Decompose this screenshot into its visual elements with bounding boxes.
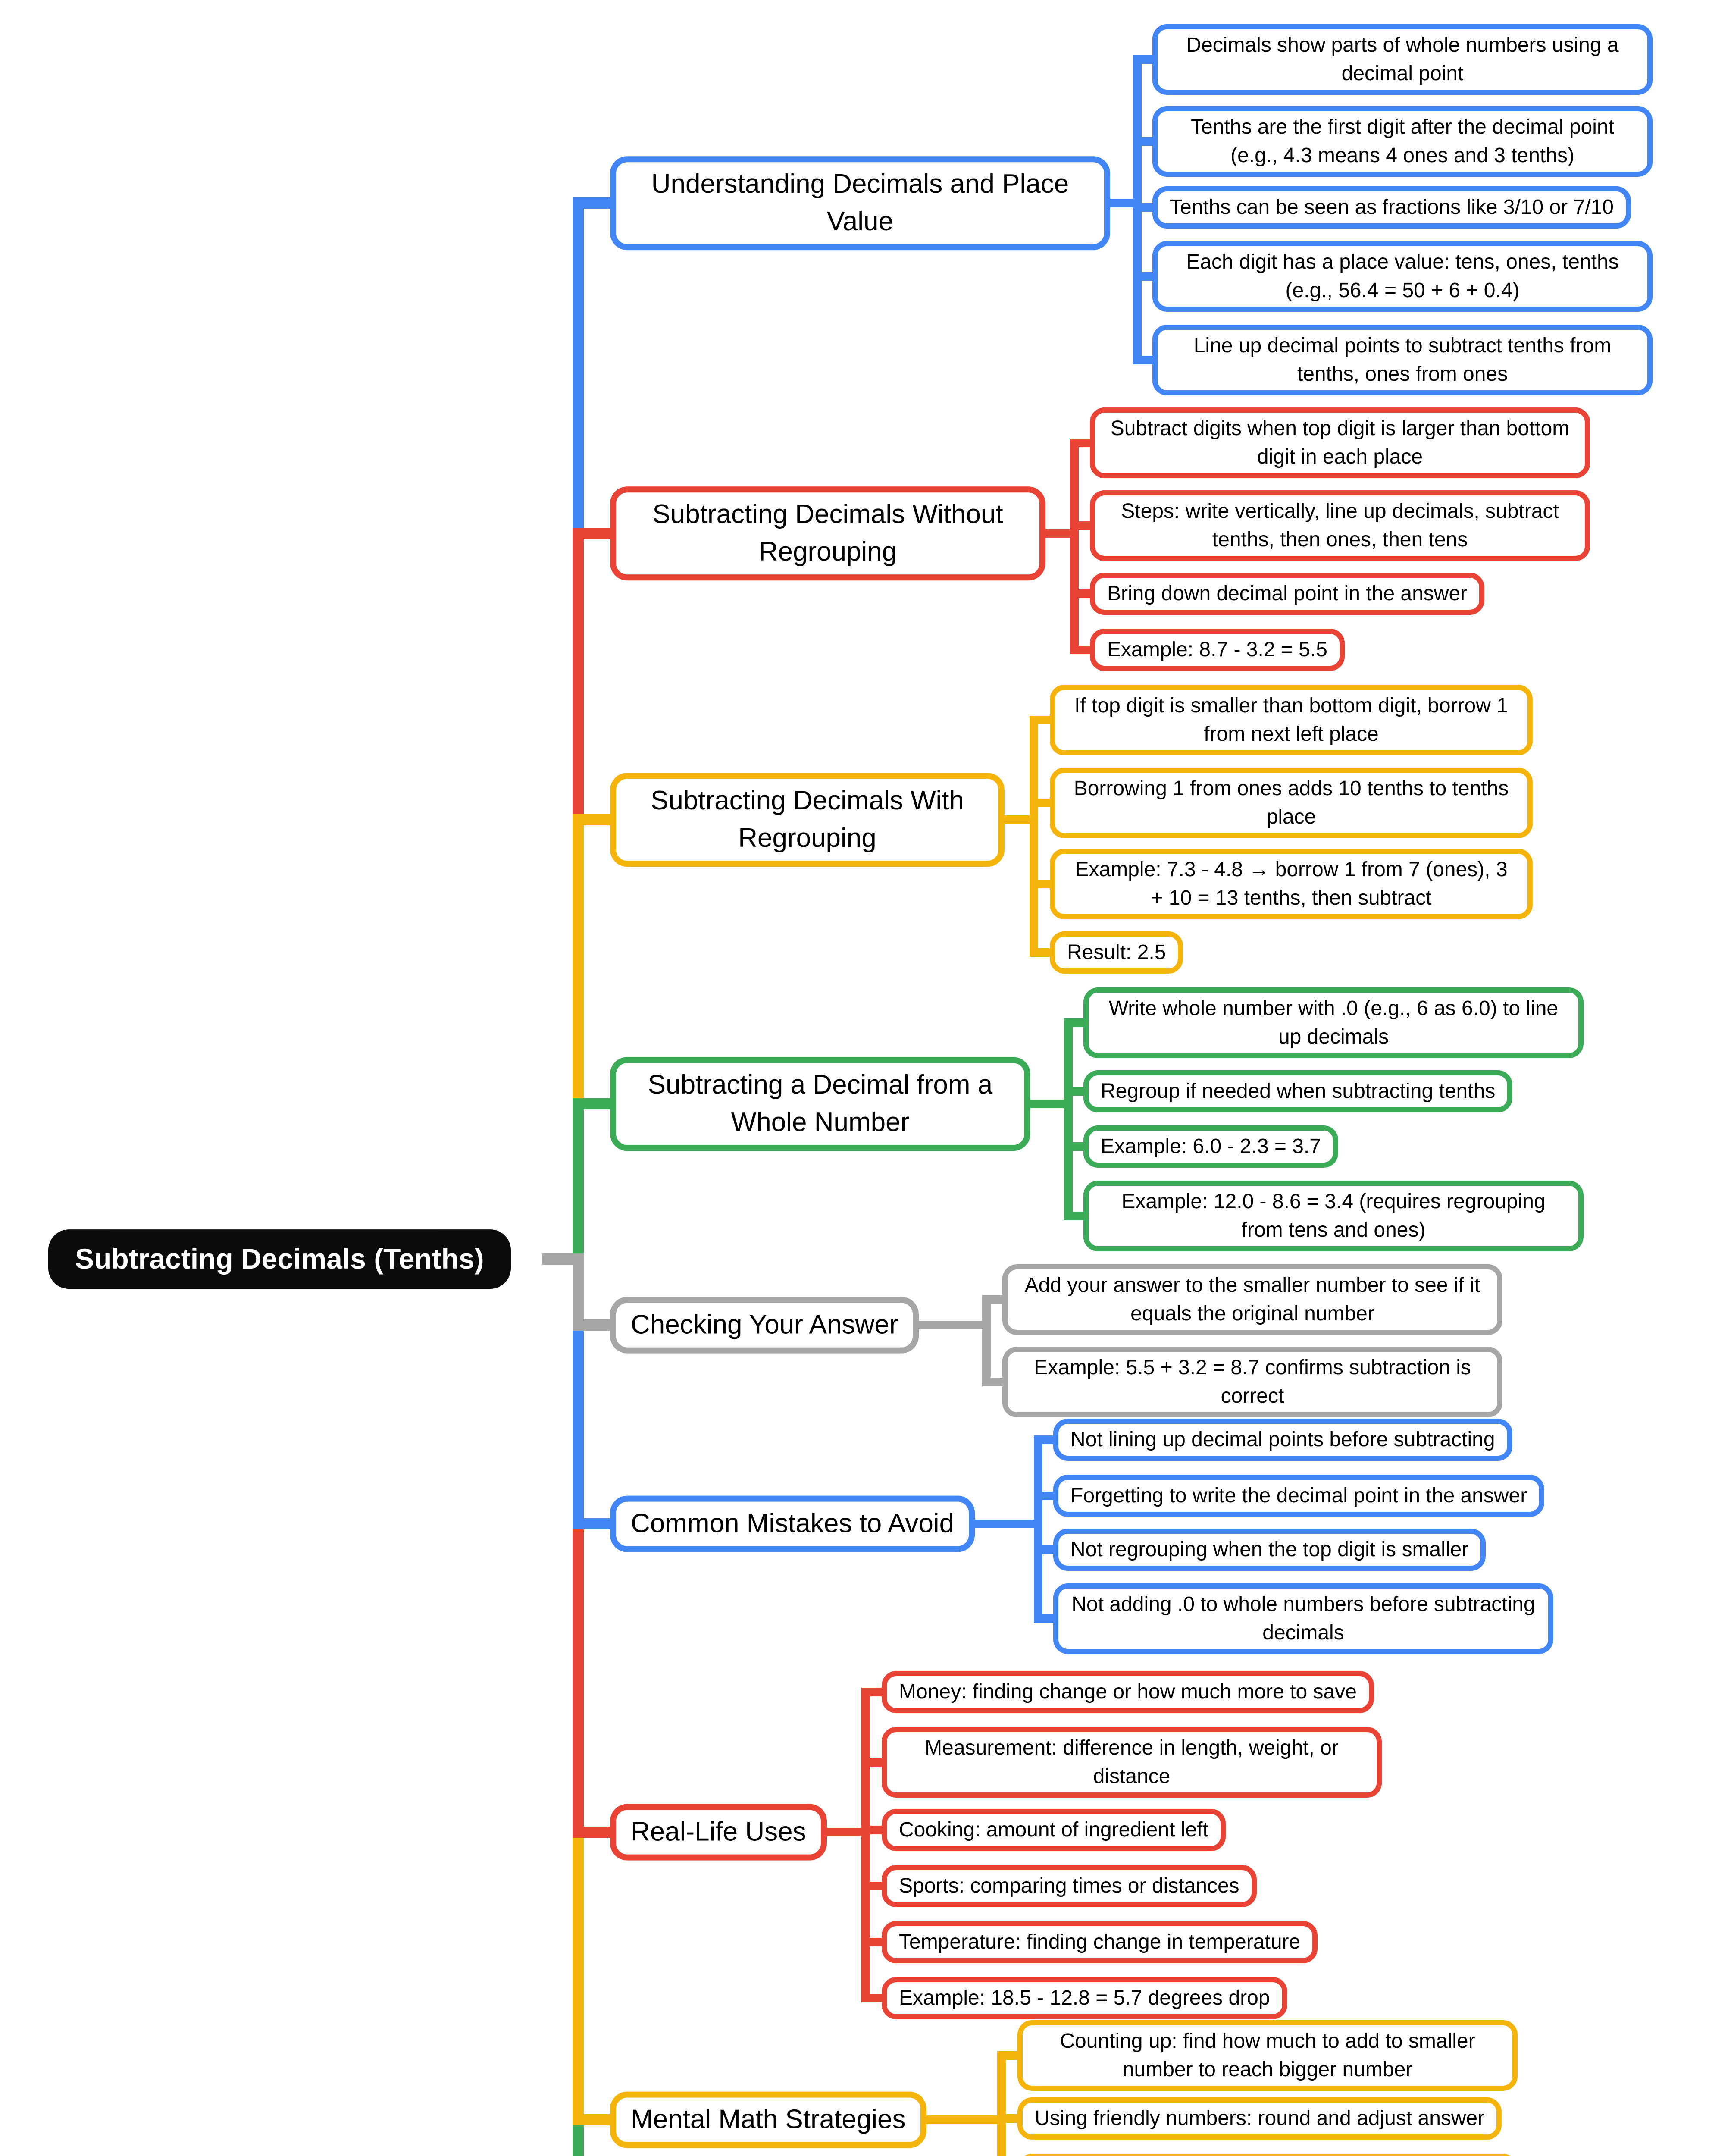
branch-title-5: Common Mistakes to Avoid [610,1495,975,1552]
branch-title-4: Checking Your Answer [610,1297,919,1354]
branch-title-3: Subtracting a Decimal from a Whole Numbe… [610,1057,1030,1151]
branch-0-child-1: Tenths are the first digit after the dec… [1152,106,1653,177]
branch-2-child-1: Borrowing 1 from ones adds 10 tenths to … [1050,768,1533,839]
branch-7-child-0: Counting up: find how much to add to sma… [1017,2020,1518,2091]
branch-title-1: Subtracting Decimals Without Regrouping [610,486,1045,580]
branch-1-child-2: Bring down decimal point in the answer [1090,573,1485,615]
branch-6-child-2: Cooking: amount of ingredient left [882,1809,1226,1852]
central-topic-node: Subtracting Decimals (Tenths) [48,1229,511,1289]
branch-6-child-3: Sports: comparing times or distances [882,1865,1257,1908]
branch-title-2: Subtracting Decimals With Regrouping [610,773,1005,867]
branch-0-child-2: Tenths can be seen as fractions like 3/1… [1152,186,1631,229]
branch-5-child-2: Not regrouping when the top digit is sma… [1053,1529,1486,1571]
branch-7-child-1: Using friendly numbers: round and adjust… [1017,2097,1502,2140]
branch-4-child-1: Example: 5.5 + 3.2 = 8.7 confirms subtra… [1002,1347,1502,1418]
branch-6-child-1: Measurement: difference in length, weigh… [882,1727,1382,1798]
branch-3-child-0: Write whole number with .0 (e.g., 6 as 6… [1083,987,1584,1059]
branch-1-child-0: Subtract digits when top digit is larger… [1090,407,1590,479]
branch-5-child-0: Not lining up decimal points before subt… [1053,1419,1512,1461]
branch-0-child-0: Decimals show parts of whole numbers usi… [1152,24,1653,95]
branch-4-child-0: Add your answer to the smaller number to… [1002,1264,1502,1335]
branch-2-child-3: Result: 2.5 [1050,931,1183,974]
branch-5-child-3: Not adding .0 to whole numbers before su… [1053,1583,1553,1655]
branch-6-child-5: Example: 18.5 - 12.8 = 5.7 degrees drop [882,1977,1287,2020]
branch-title-7: Mental Math Strategies [610,2091,926,2148]
branch-6-child-0: Money: finding change or how much more t… [882,1671,1374,1714]
branch-6-child-4: Temperature: finding change in temperatu… [882,1921,1318,1964]
branch-3-child-3: Example: 12.0 - 8.6 = 3.4 (requires regr… [1083,1181,1584,1252]
branch-1-child-3: Example: 8.7 - 3.2 = 5.5 [1090,629,1345,671]
branch-2-child-2: Example: 7.3 - 4.8 → borrow 1 from 7 (on… [1050,849,1533,920]
branch-0-child-4: Line up decimal points to subtract tenth… [1152,325,1653,396]
branch-0-child-3: Each digit has a place value: tens, ones… [1152,241,1653,312]
branch-1-child-1: Steps: write vertically, line up decimal… [1090,490,1590,561]
branch-3-child-1: Regroup if needed when subtracting tenth… [1083,1070,1513,1113]
branch-2-child-0: If top digit is smaller than bottom digi… [1050,685,1533,756]
branch-title-6: Real-Life Uses [610,1804,827,1861]
branch-5-child-1: Forgetting to write the decimal point in… [1053,1475,1545,1517]
branch-7-child-2: Breaking apart problem: subtract whole n… [1017,2154,1518,2156]
branch-title-0: Understanding Decimals and Place Value [610,156,1110,250]
branch-3-child-2: Example: 6.0 - 2.3 = 3.7 [1083,1125,1338,1168]
